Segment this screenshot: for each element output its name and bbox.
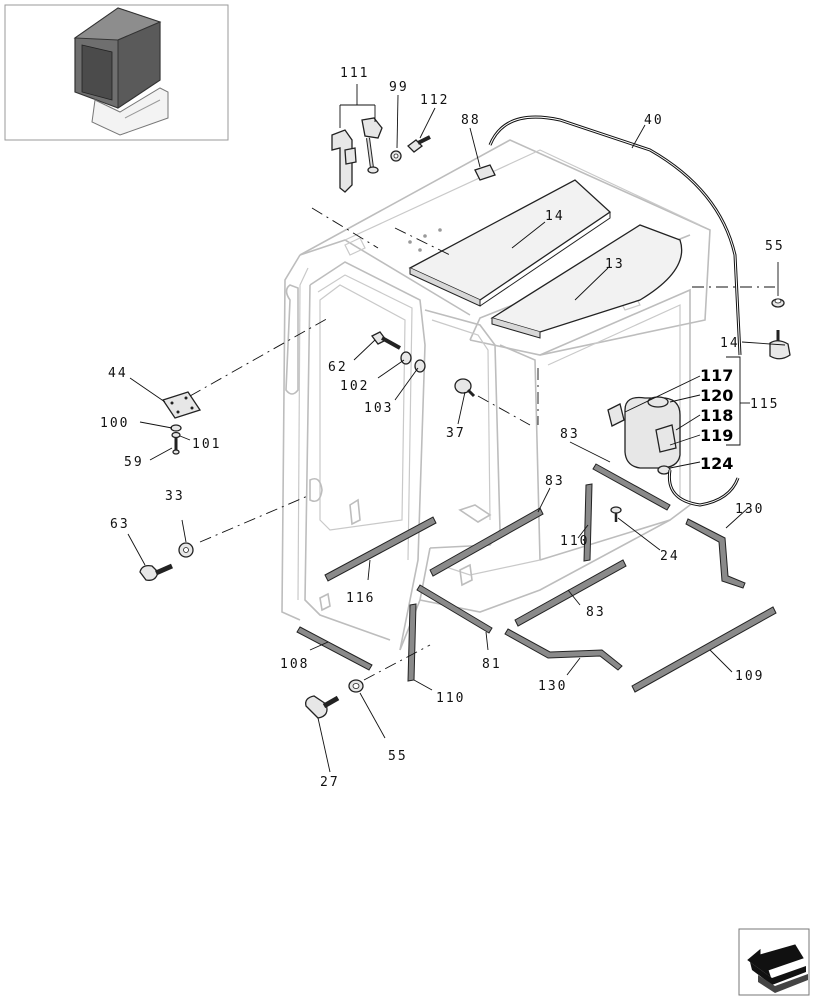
label-83-b: 83 [545, 474, 565, 489]
clip-88 [474, 164, 496, 181]
seal-strip-130-a [685, 518, 746, 589]
label-109: 109 [735, 669, 764, 684]
label-63: 63 [110, 517, 130, 532]
label-88: 88 [461, 113, 481, 128]
label-103: 103 [364, 401, 393, 416]
label-13: 13 [605, 257, 625, 272]
seal-strip-110-a [583, 483, 593, 562]
nav-arrow-icon[interactable] [738, 928, 810, 996]
label-111: 111 [340, 66, 369, 81]
washer-100 [170, 424, 182, 432]
label-83-c: 83 [586, 605, 606, 620]
label-24: 24 [660, 549, 680, 564]
label-101: 101 [192, 437, 221, 452]
label-55-top: 55 [765, 239, 785, 254]
label-99: 99 [389, 80, 409, 95]
seal-strip-83-b [592, 463, 671, 511]
label-55-bottom: 55 [388, 749, 408, 764]
bolt-59 [172, 438, 180, 455]
label-124: 124 [700, 454, 733, 473]
screw-24 [610, 506, 622, 522]
label-40: 40 [644, 113, 664, 128]
label-44: 44 [108, 366, 128, 381]
label-130-a: 130 [735, 502, 764, 517]
label-14-knob: 14 [720, 336, 740, 351]
label-37: 37 [446, 426, 466, 441]
label-100: 100 [100, 416, 129, 431]
bolt-63 [139, 563, 174, 581]
callout-labels: 111 99 112 88 40 14 13 55 14 117 120 118… [100, 66, 785, 790]
center-lines [189, 207, 775, 681]
washer-55-bottom [348, 679, 364, 693]
cab-thumbnail-icon [4, 4, 229, 141]
seal-strip-110-b [407, 603, 417, 682]
label-120: 120 [700, 386, 733, 405]
leader-lines [127, 84, 786, 773]
label-83-a: 83 [560, 427, 580, 442]
label-112: 112 [420, 93, 449, 108]
seal-strip-116 [324, 516, 437, 582]
knob-14 [769, 330, 791, 360]
seal-strips [296, 463, 777, 693]
bracket-111 [331, 117, 383, 193]
washer-102 [400, 351, 412, 365]
label-119: 119 [700, 426, 733, 445]
roof-panel-13 [490, 224, 683, 333]
cab-frame [281, 139, 711, 651]
label-33: 33 [165, 489, 185, 504]
washer-55-top [771, 298, 785, 308]
label-115: 115 [750, 397, 779, 412]
seal-strip-130-b [504, 628, 623, 671]
knob-37 [454, 378, 476, 398]
label-59: 59 [124, 455, 144, 470]
knob-27 [305, 695, 340, 719]
seal-strip-83-a [429, 507, 544, 577]
washer-101 [171, 431, 181, 439]
label-130-b: 130 [538, 679, 567, 694]
seal-strip-108 [296, 626, 373, 671]
label-14-roof: 14 [545, 209, 565, 224]
bolt-62 [371, 331, 401, 350]
label-81: 81 [482, 657, 502, 672]
label-117: 117 [700, 366, 733, 385]
label-118: 118 [700, 406, 733, 425]
label-102: 102 [340, 379, 369, 394]
seal-strip-81 [416, 584, 493, 634]
label-27: 27 [320, 775, 340, 790]
label-108: 108 [280, 657, 309, 672]
label-110-a: 110 [560, 534, 589, 549]
plate-44 [161, 391, 202, 419]
label-116: 116 [346, 591, 375, 606]
washer-tank [607, 396, 681, 475]
label-110-b: 110 [436, 691, 465, 706]
bolt-112 [407, 135, 431, 153]
label-62: 62 [328, 360, 348, 375]
seal-strip-109 [631, 606, 777, 693]
